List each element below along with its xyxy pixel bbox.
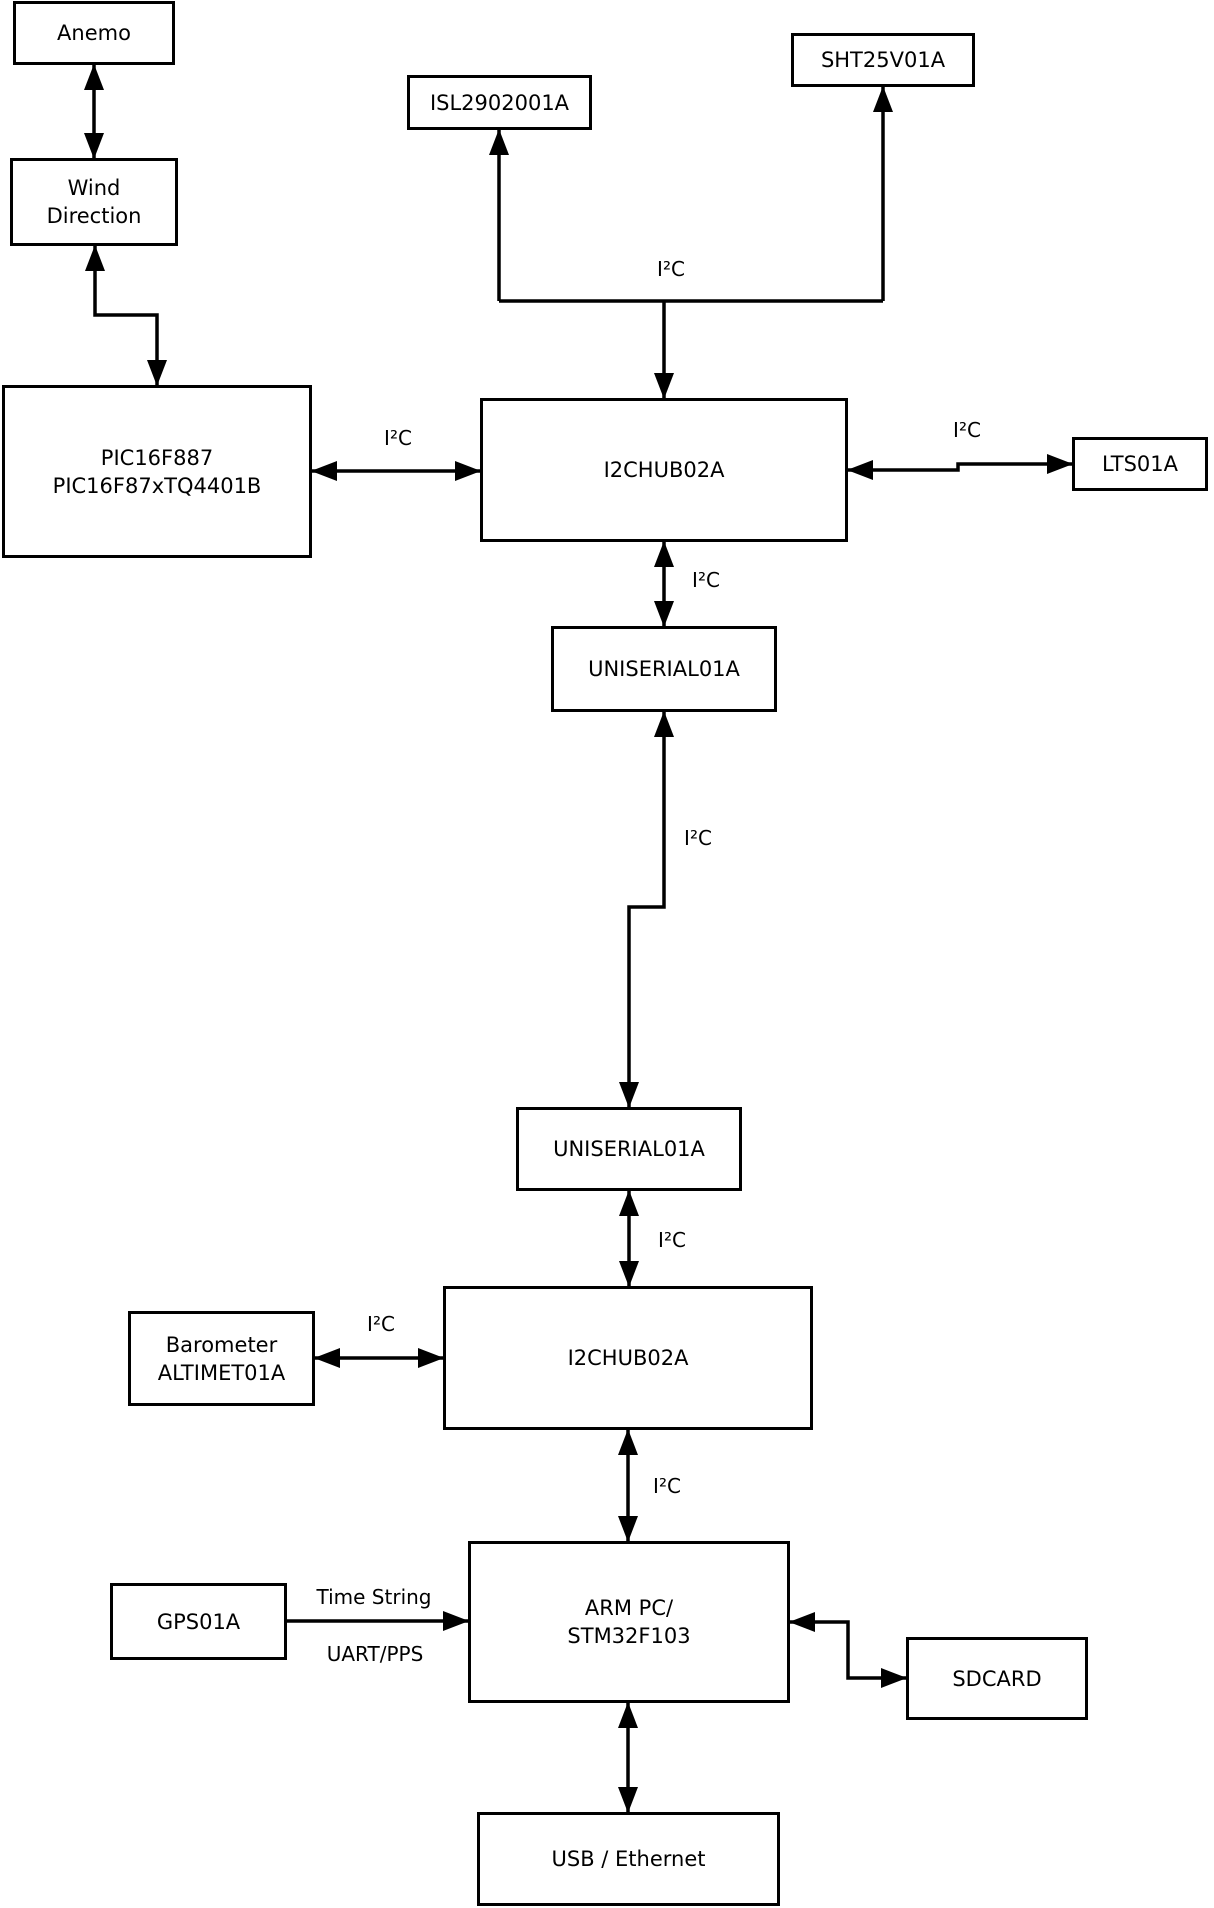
node-label: ARM PC/ — [584, 1596, 674, 1620]
node-label: I2CHUB02A — [567, 1346, 689, 1370]
node-i2c-hub-1: I2CHUB02A — [480, 398, 848, 542]
node-label: UNISERIAL01A — [553, 1137, 705, 1161]
edge-label-i2c-pic-hub1: I²C — [382, 426, 414, 450]
node-label: PIC16F887 — [100, 445, 214, 470]
edge-label-i2c-uniserial2-hub2: I²C — [656, 1228, 688, 1252]
node-label: UNISERIAL01A — [588, 657, 740, 681]
node-label: GPS01A — [156, 1609, 241, 1634]
node-lts01a: LTS01A — [1072, 437, 1208, 491]
node-label: PIC16F87xTQ4401B — [52, 473, 262, 498]
node-label: SHT25V01A — [820, 48, 946, 72]
node-label: SDCARD — [952, 1666, 1042, 1691]
node-gps01a: GPS01A — [110, 1583, 287, 1660]
edge-label-i2c-sensor-bus: I²C — [655, 257, 687, 281]
node-label: USB / Ethernet — [551, 1847, 706, 1871]
node-sht25v01a: SHT25V01A — [791, 33, 975, 87]
connector-uniserial1-uniserial2 — [619, 711, 674, 1108]
edge-label-i2c-hub1-lts: I²C — [951, 418, 983, 442]
node-sdcard: SDCARD — [906, 1637, 1088, 1720]
connector-hub1-lts — [847, 454, 1073, 480]
node-label: STM32F103 — [567, 1624, 691, 1648]
node-usb-ethernet: USB / Ethernet — [477, 1812, 780, 1906]
node-label: I2CHUB02A — [603, 458, 725, 482]
node-label: ALTIMET01A — [157, 1360, 286, 1385]
node-label: Anemo — [57, 21, 131, 45]
edge-label-i2c-hub1-uniserial1: I²C — [690, 568, 722, 592]
edge-label-uart-pps: UART/PPS — [324, 1642, 426, 1666]
node-uniserial-2: UNISERIAL01A — [516, 1107, 742, 1191]
node-label: Direction — [46, 204, 142, 228]
node-label: Wind — [67, 176, 121, 200]
node-label: LTS01A — [1101, 452, 1179, 476]
edge-label-i2c-hub2-arm: I²C — [651, 1474, 683, 1498]
node-label: ISL2902001A — [429, 90, 570, 115]
node-arm-pc: ARM PC/STM32F103 — [468, 1541, 790, 1703]
connector-arm-sdcard — [789, 1612, 907, 1688]
node-isl2902001a: ISL2902001A — [407, 75, 592, 130]
edge-label-time-string: Time String — [314, 1585, 434, 1609]
node-label: Barometer — [165, 1332, 278, 1357]
node-uniserial-1: UNISERIAL01A — [551, 626, 777, 712]
edge-label-i2c-uniserial1-uniserial2: I²C — [682, 826, 714, 850]
node-i2c-hub-2: I2CHUB02A — [443, 1286, 813, 1430]
connector-wind-pic — [85, 245, 167, 386]
edge-label-i2c-barometer-hub2: I²C — [365, 1312, 397, 1336]
node-anemo: Anemo — [13, 1, 175, 65]
